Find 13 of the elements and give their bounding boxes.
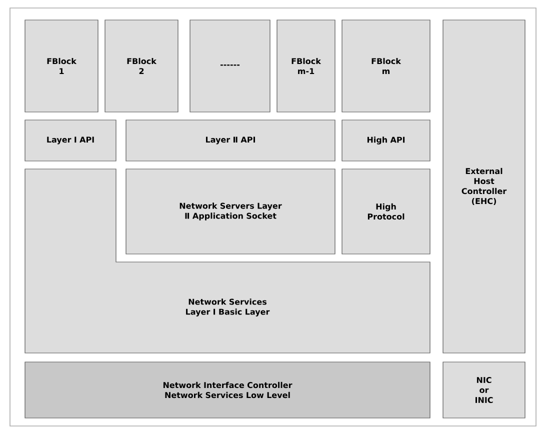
layer-box: FBlock 2	[104, 20, 178, 112]
layer-box: High Protocol	[342, 168, 430, 254]
layer-box: External Host Controller (EHC)	[442, 20, 526, 354]
layer-box: NIC or INIC	[442, 362, 526, 418]
layer-box: ------	[190, 20, 270, 112]
layer-box: Network Interface Controller Network Services Low Level	[24, 362, 430, 418]
layer-box: High API	[342, 120, 430, 162]
layer-box: FBlock m-1	[276, 20, 336, 112]
layer-box: Network Servers Layer Ⅱ Application Socket	[126, 168, 336, 254]
layer-box: FBlock m	[342, 20, 430, 112]
layer-box: FBlock 1	[24, 20, 98, 112]
layer-box: Layer Ⅰ API	[24, 120, 116, 162]
layer-box: Layer Ⅱ API	[126, 120, 336, 162]
